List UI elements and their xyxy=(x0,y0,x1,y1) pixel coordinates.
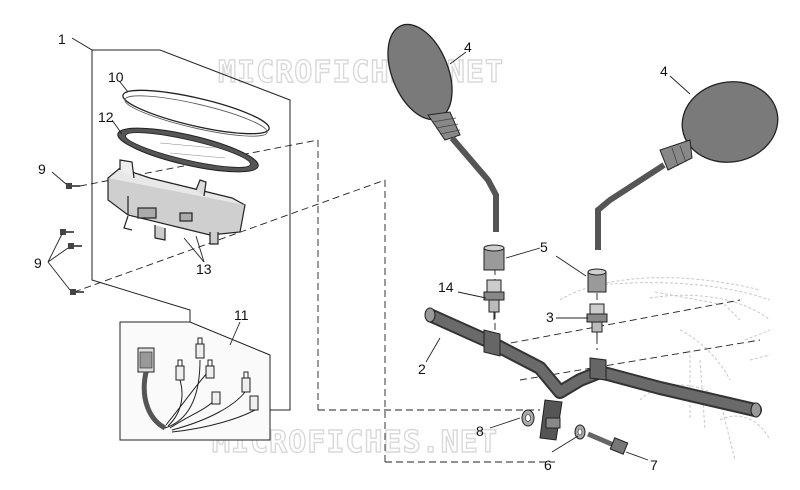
bulb-socket-1 xyxy=(195,337,205,359)
mirror-right xyxy=(595,81,779,250)
callout-9-top: 9 xyxy=(38,161,46,177)
bulb-socket-5 xyxy=(241,371,251,393)
callout-5: 5 xyxy=(540,239,548,255)
mirror-left xyxy=(387,23,499,232)
callout-14: 14 xyxy=(438,279,454,295)
callout-9-group: 9 xyxy=(34,255,42,271)
instrument-gasket xyxy=(117,127,259,173)
callout-7: 7 xyxy=(650,457,658,473)
bolt-7 xyxy=(587,431,629,455)
spacer-bush-left xyxy=(483,244,505,271)
callout-1: 1 xyxy=(58,31,66,47)
screw-9-a xyxy=(60,229,74,235)
bulb-socket-4 xyxy=(211,391,221,405)
instrument-cluster-housing xyxy=(107,159,246,245)
washer-8 xyxy=(521,409,535,427)
bulb-socket-6 xyxy=(249,395,259,411)
callout-13: 13 xyxy=(196,261,212,277)
screw-9-top xyxy=(66,183,80,189)
screw-9-b xyxy=(68,243,82,249)
bulb-socket-3 xyxy=(205,359,215,379)
callout-6: 6 xyxy=(544,457,552,473)
washer-6 xyxy=(574,424,586,440)
handlebar xyxy=(424,307,762,441)
callout-3: 3 xyxy=(546,309,554,325)
watermark-top: MICROFICHES.NET xyxy=(218,55,504,90)
group-1-bracket xyxy=(71,37,291,411)
bulb-socket-2 xyxy=(175,359,185,381)
spacer-bush-right xyxy=(587,268,607,293)
wiring-harness-box xyxy=(119,321,271,441)
mirror-adapter-left xyxy=(483,279,505,320)
callout-8: 8 xyxy=(476,423,484,439)
leader-lines xyxy=(47,51,691,461)
screw-9-c xyxy=(70,289,84,295)
mirror-adapter-right xyxy=(586,303,608,340)
callout-12: 12 xyxy=(98,109,114,125)
callout-10: 10 xyxy=(108,69,124,85)
callout-4-left: 4 xyxy=(464,39,472,55)
callout-11: 11 xyxy=(234,307,249,323)
group-1-left-edge xyxy=(91,50,191,322)
callout-2: 2 xyxy=(418,361,426,377)
callout-4-right: 4 xyxy=(660,63,668,79)
instrument-cover-lens xyxy=(122,89,270,137)
